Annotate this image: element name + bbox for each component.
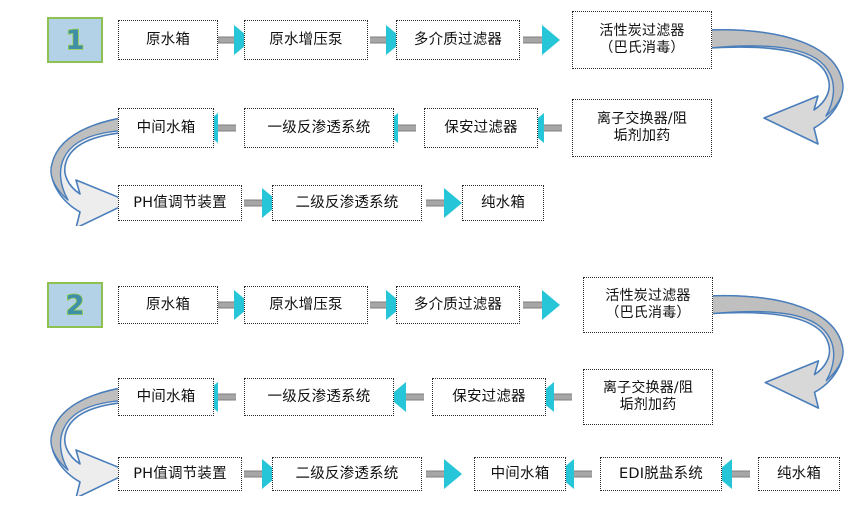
connector-bar xyxy=(218,124,236,132)
arrow-head-right-icon xyxy=(444,459,462,489)
uturn-right-arrow-1 xyxy=(709,29,844,145)
connector-1-1-c xyxy=(505,20,560,60)
node-activated-carbon-filter-1: 活性炭过滤器 （巴氏消毒） xyxy=(572,11,712,69)
connector-bar xyxy=(244,470,262,478)
node-raw-water-booster-pump-2: 原水增压泵 xyxy=(244,286,368,324)
badge-label: 1 xyxy=(65,24,85,56)
connector-bar xyxy=(554,393,572,401)
connector-bar xyxy=(426,199,444,207)
arrow-head-right-icon xyxy=(444,188,462,218)
node-raw-water-tank-1: 原水箱 xyxy=(118,20,218,60)
node-pure-water-tank-1: 纯水箱 xyxy=(462,185,544,221)
connector-bar xyxy=(523,36,542,44)
connector-bar xyxy=(370,301,386,309)
connector-2-1-c xyxy=(505,286,560,324)
node-multimedia-filter-1: 多介质过滤器 xyxy=(396,20,520,60)
connector-bar xyxy=(544,124,562,132)
node-second-ro-system-2: 二级反渗透系统 xyxy=(272,457,422,491)
node-intermediate-water-tank-2: 中间水箱 xyxy=(118,378,214,416)
node-pure-water-tank-2: 纯水箱 xyxy=(758,457,840,491)
node-ion-exchanger-2: 离子交换器/阻 垢剂加药 xyxy=(583,369,713,425)
node-first-ro-system-2: 一级反渗透系统 xyxy=(244,378,394,416)
connector-bar xyxy=(398,124,416,132)
connector-bar xyxy=(574,470,592,478)
connector-bar xyxy=(523,301,542,309)
node-intermediate-water-tank-3: 中间水箱 xyxy=(474,457,566,491)
node-multimedia-filter-2: 多介质过滤器 xyxy=(396,286,520,324)
node-ion-exchanger-1: 离子交换器/阻 垢剂加药 xyxy=(572,99,712,157)
connector-1-3-b xyxy=(408,185,462,221)
node-raw-water-tank-2: 原水箱 xyxy=(118,286,218,324)
step-number-badge-2: 2 xyxy=(47,282,103,328)
node-security-filter-2: 保安过滤器 xyxy=(432,378,546,416)
connector-2-3-b xyxy=(408,457,462,491)
connector-bar xyxy=(370,36,386,44)
arrow-head-right-icon xyxy=(542,25,560,55)
connector-bar xyxy=(244,199,262,207)
node-activated-carbon-filter-2: 活性炭过滤器 （巴氏消毒） xyxy=(583,277,713,333)
node-edi-desalination-system: EDI脱盐系统 xyxy=(600,457,722,491)
node-raw-water-booster-pump-1: 原水增压泵 xyxy=(244,20,368,60)
connector-bar xyxy=(426,470,444,478)
arrow-head-right-icon xyxy=(542,290,560,320)
node-ph-adjust-device-1: PH值调节装置 xyxy=(118,185,242,221)
node-ph-adjust-device-2: PH值调节装置 xyxy=(118,457,242,491)
badge-label: 2 xyxy=(65,289,85,321)
connector-bar xyxy=(406,393,424,401)
connector-bar xyxy=(732,470,750,478)
connector-bar xyxy=(218,301,234,309)
node-security-filter-1: 保安过滤器 xyxy=(424,108,538,148)
node-second-ro-system-1: 二级反渗透系统 xyxy=(272,185,422,221)
connector-bar xyxy=(218,36,234,44)
step-number-badge-1: 1 xyxy=(47,17,103,63)
connector-bar xyxy=(218,393,236,401)
node-first-ro-system-1: 一级反渗透系统 xyxy=(244,108,394,148)
node-intermediate-water-tank-1: 中间水箱 xyxy=(118,108,214,148)
uturn-right-arrow-2 xyxy=(711,294,844,409)
